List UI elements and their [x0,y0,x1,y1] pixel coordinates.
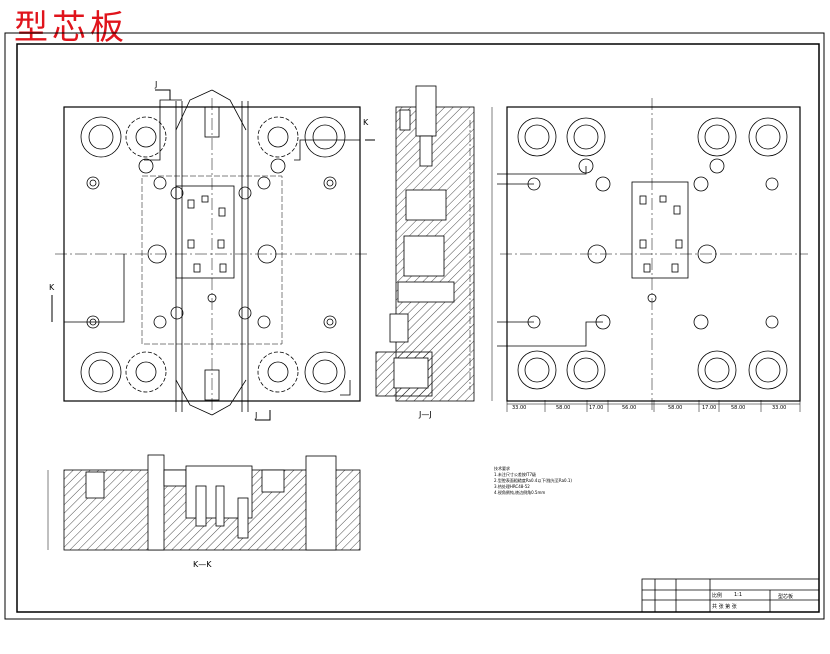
section-kk [47,454,361,551]
sheet-border-inner [16,43,820,613]
section-jj [375,85,475,402]
section-markers [51,89,375,421]
section-view-label-jj: J—J [419,410,432,419]
dim-value: 56.00 [622,405,637,411]
note-item: 1.未注尺寸公差按IT7级 [494,472,536,477]
right-view-dimensions [491,107,801,412]
section-view-label-kk: K—K [193,560,212,569]
note-item: 4.锐角倒钝,棱边倒角0.5mm [494,490,546,495]
title-block-scale-label: 比例 [712,593,723,599]
plan-view-right [497,98,808,410]
dim-value: 17.00 [589,405,604,411]
note-item: 3.热处理HRC48-52 [494,484,530,489]
technical-notes: 技术要求 1.未注尺寸公差按IT7级 2.型腔表面粗糙度Ra0.4以下(抛光至R… [494,466,572,496]
dim-value: 17.00 [702,405,717,411]
dim-value: 58.00 [731,405,746,411]
sheet-border-outer [4,32,825,620]
notes-heading: 技术要求 [494,466,510,471]
title-block [641,578,820,613]
section-letter-k-right: K [363,118,369,127]
section-letter-j-top: J [155,80,158,89]
dim-value: 33.00 [772,405,787,411]
title-block-drawing-name: 型芯板 [778,594,794,600]
section-letter-j-bottom: J [255,411,258,420]
dim-value: 33.00 [512,405,527,411]
plan-view-left [55,89,370,416]
section-letter-k-left: K [49,283,55,292]
dim-value: 58.00 [668,405,683,411]
dim-value: 58.00 [556,405,571,411]
title-block-sheet-label: 共 张 第 张 [712,604,737,610]
title-block-scale-value: 1:1 [734,592,743,598]
drawing-title: 型芯板 [14,8,128,48]
note-item: 2.型腔表面粗糙度Ra0.4以下(抛光至Ra0.1) [494,478,572,483]
